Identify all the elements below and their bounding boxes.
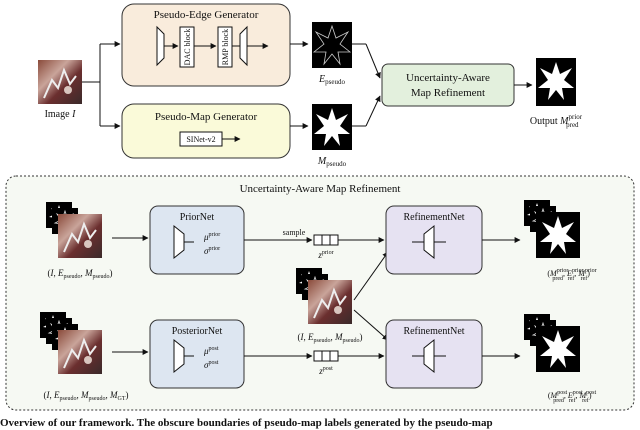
posterior-encoder-shape (173, 338, 185, 374)
pseudo-map-image (312, 104, 352, 150)
prior-net-title: PriorNet (180, 212, 215, 223)
m-pseudo-label: Mpseudo (317, 156, 347, 168)
refinement-net-post-title: RefinementNet (403, 326, 464, 337)
refinement-net-post: RefinementNet (385, 319, 483, 389)
pseudo-map-generator-title: Pseudo-Map Generator (155, 111, 258, 123)
image-split-connector (82, 41, 121, 129)
input-image-label: Image I (45, 109, 77, 120)
input-image (37, 59, 83, 105)
dac-block-label: DAC block (183, 29, 192, 66)
shared-input-connectors (353, 251, 389, 341)
sigma-post: σpost (204, 360, 219, 370)
refinement-post-decoder-shape (423, 338, 435, 374)
sinet-label: SINet-v2 (186, 135, 215, 144)
e-pseudo-label: Epseudo (318, 74, 345, 86)
refinement-net-prior-title: RefinementNet (403, 212, 464, 223)
post-output-stack (524, 314, 580, 372)
prior-encoder-shape (173, 224, 185, 260)
pseudo-edge-generator-title: Pseudo-Edge Generator (154, 9, 259, 21)
bottom-panel-title: Uncertainty-Aware Map Refinement (240, 183, 401, 195)
edge-decoder-shape (239, 25, 248, 67)
posterior-net-title: PosteriorNet (172, 326, 223, 337)
mu-prior: μprior (203, 232, 220, 242)
merge-connector (352, 43, 381, 127)
z-post-label: zpost (318, 366, 333, 376)
edge-encoder-shape (156, 25, 165, 67)
refinement-net-prior: RefinementNet (385, 205, 483, 275)
sigma-prior: σprior (204, 246, 220, 256)
output-map-image (536, 58, 576, 106)
dac-block (179, 26, 195, 68)
z-post-vector (313, 350, 339, 362)
refinement-line-2: Map Refinement (411, 87, 485, 99)
posterior-net: PosteriorNet μpost σpost (149, 319, 245, 389)
sample-label: sample (283, 228, 306, 237)
refinement-line-1: Uncertainty-Aware (406, 72, 490, 84)
rmp-block (217, 26, 233, 68)
pseudo-edge-generator: Pseudo-Edge Generator DAC block RMP bloc… (121, 3, 291, 87)
refinement-prior-decoder-shape (423, 224, 435, 260)
prior-output-stack (524, 200, 580, 258)
rmp-block-label: RMP block (221, 29, 230, 65)
prior-net: PriorNet μprior σprior (149, 205, 245, 275)
z-prior-vector (313, 234, 339, 246)
pseudo-edge-image (312, 22, 352, 68)
uncertainty-refinement-block: Uncertainty-Aware Map Refinement (381, 63, 515, 107)
pseudo-map-generator: Pseudo-Map Generator SINet-v2 (121, 103, 291, 159)
z-prior-label: zprior (317, 250, 333, 260)
figure-caption: Overview of our framework. The obscure b… (0, 417, 493, 429)
mu-post: μpost (203, 346, 219, 356)
